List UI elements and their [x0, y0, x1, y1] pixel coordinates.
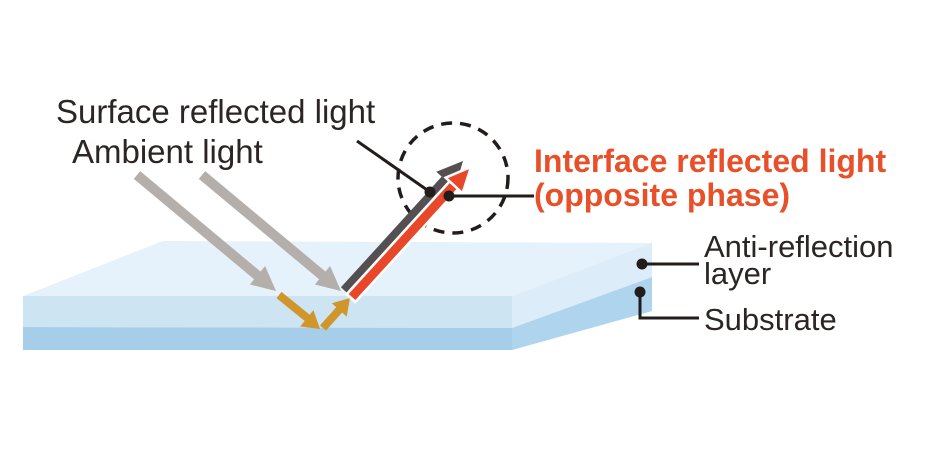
- ambient-light-arrows: [133, 171, 341, 291]
- surface-label-leader: [356, 139, 431, 194]
- anti-reflection-layer-label: Anti-reflection layer: [704, 229, 894, 291]
- emphasis-circle: [396, 121, 510, 235]
- internal-reflection-arrows: [276, 291, 350, 331]
- ar-layer-label-line1: Anti-reflection: [704, 229, 894, 264]
- interface-reflected-arrowhead: [443, 164, 474, 196]
- internal-up-arrowhead: [331, 298, 350, 317]
- interface-label-line1: Interface reflected light: [534, 143, 887, 179]
- internal-down-shaft: [276, 291, 311, 322]
- substrate-front-face: [23, 327, 512, 350]
- ambient-ray-shaft: [198, 171, 327, 280]
- ar-layer-leader-dot: [636, 258, 648, 270]
- interface-reflected-light-label: Interface reflected light (opposite phas…: [534, 144, 886, 212]
- coated-slab: [23, 241, 652, 350]
- interface-reflected-arrow: [344, 164, 474, 304]
- interface-label-line2: (opposite phase): [534, 177, 791, 213]
- surface-reflected-shaft: [340, 175, 452, 295]
- internal-up-shaft: [320, 306, 343, 331]
- substrate-leader-dot: [634, 286, 646, 298]
- leader-lines: [356, 139, 699, 320]
- substrate-label: Substrate: [704, 302, 837, 337]
- ambient-ray-shaft: [133, 171, 262, 280]
- interface-reflected-shaft: [348, 180, 459, 301]
- surface-reflected-light-label: Surface reflected light: [56, 93, 376, 130]
- substrate-side-face: [512, 277, 652, 350]
- substrate-label-leader: [638, 292, 699, 320]
- ambient-ray-arrowhead: [314, 266, 341, 291]
- surface-leader-dot: [424, 186, 436, 198]
- ar-layer-label-line2: layer: [704, 256, 772, 291]
- ambient-ray-arrowhead: [249, 266, 276, 291]
- interface-leader-dot: [443, 190, 455, 202]
- ar-layer-front-face: [23, 296, 512, 328]
- slab-top-face: [23, 241, 652, 296]
- ambient-light-label: Ambient light: [72, 133, 263, 170]
- ar-layer-side-face: [512, 243, 652, 328]
- internal-down-arrowhead: [300, 310, 320, 329]
